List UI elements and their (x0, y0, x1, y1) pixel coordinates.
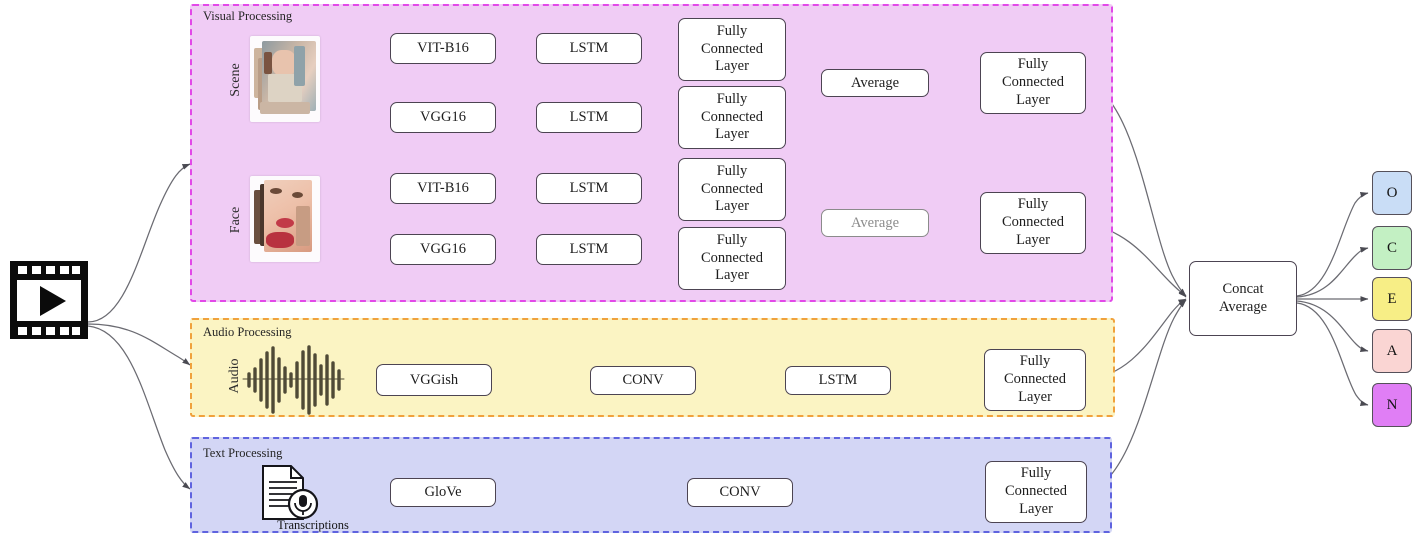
panel-visual-processing (190, 4, 1113, 302)
audio-fc-output-node[interactable]: Fully Connected Layer (984, 349, 1086, 411)
scene-lstm-bottom-node[interactable]: LSTM (536, 102, 642, 133)
transcriptions-caption: Transcriptions (277, 518, 349, 532)
text-conv-node[interactable]: CONV (687, 478, 793, 507)
face-lstm-bottom-node[interactable]: LSTM (536, 234, 642, 265)
face-fc-top-node[interactable]: Fully Connected Layer (678, 158, 786, 221)
panel-text-processing (190, 437, 1112, 533)
scene-frames-thumbnail (250, 36, 320, 122)
output-openness[interactable]: O (1372, 171, 1412, 215)
panel-audio-title: Audio Processing (203, 325, 292, 339)
output-neuroticism[interactable]: N (1372, 383, 1412, 427)
face-average-node[interactable]: Average (821, 209, 929, 237)
scene-fc-top-node[interactable]: Fully Connected Layer (678, 18, 786, 81)
scene-vit-b16-node[interactable]: VIT-B16 (390, 33, 496, 64)
output-extraversion[interactable]: E (1372, 277, 1412, 321)
text-fc-output-node[interactable]: Fully Connected Layer (985, 461, 1087, 523)
panel-text-title: Text Processing (203, 446, 283, 460)
output-agreeableness[interactable]: A (1372, 329, 1412, 373)
audio-vggish-node[interactable]: VGGish (376, 364, 492, 396)
output-conscientiousness[interactable]: C (1372, 226, 1412, 270)
scene-fc-bottom-node[interactable]: Fully Connected Layer (678, 86, 786, 149)
audio-conv-node[interactable]: CONV (590, 366, 696, 395)
face-lstm-top-node[interactable]: LSTM (536, 173, 642, 204)
face-input-label: Face (228, 206, 243, 234)
scene-fc-output-node[interactable]: Fully Connected Layer (980, 52, 1086, 114)
face-fc-output-node[interactable]: Fully Connected Layer (980, 192, 1086, 254)
scene-vgg16-node[interactable]: VGG16 (390, 102, 496, 133)
concat-average-node[interactable]: Concat Average (1189, 261, 1297, 336)
panel-visual-title: Visual Processing (203, 9, 293, 23)
scene-lstm-top-node[interactable]: LSTM (536, 33, 642, 64)
scene-input-label: Scene (228, 63, 243, 97)
scene-average-node[interactable]: Average (821, 69, 929, 97)
text-glove-node[interactable]: GloVe (390, 478, 496, 507)
face-fc-bottom-node[interactable]: Fully Connected Layer (678, 227, 786, 290)
face-vgg16-node[interactable]: VGG16 (390, 234, 496, 265)
face-frames-thumbnail (250, 176, 320, 262)
audio-input-label: Audio (227, 358, 242, 394)
face-vit-b16-node[interactable]: VIT-B16 (390, 173, 496, 204)
audio-lstm-node[interactable]: LSTM (785, 366, 891, 395)
